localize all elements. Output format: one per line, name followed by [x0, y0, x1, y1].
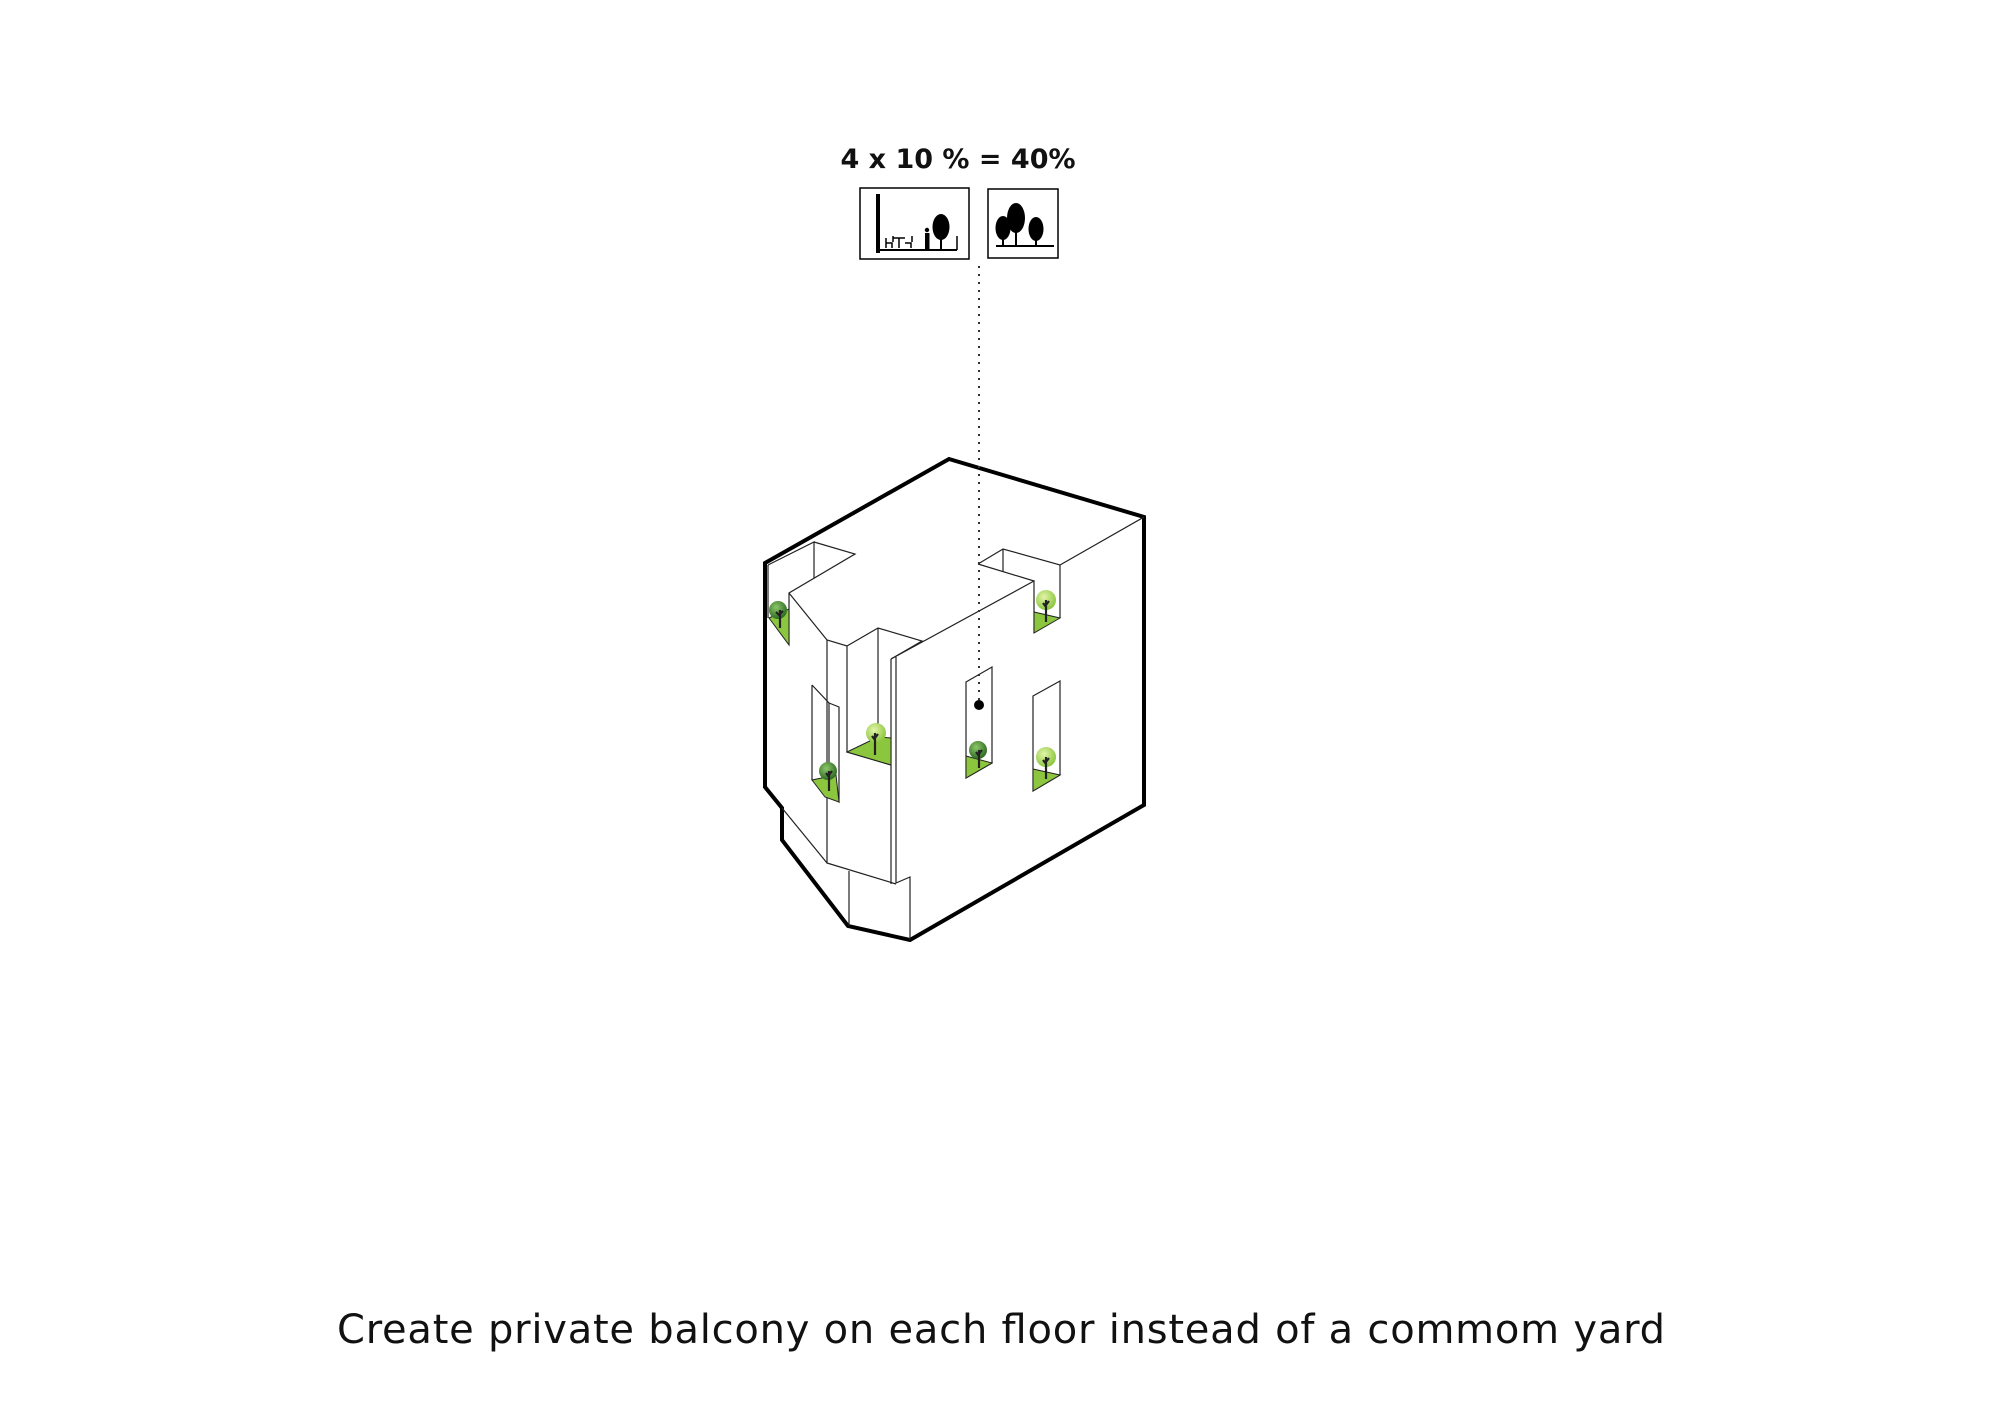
tree-icon	[819, 762, 837, 791]
formula-label: 4 x 10 % = 40%	[840, 144, 1075, 175]
trees	[769, 590, 1056, 791]
leader-dot	[974, 700, 984, 710]
trees-yard-icon	[987, 188, 1059, 259]
tree-icon	[1036, 590, 1056, 622]
tree-icon	[1036, 747, 1056, 779]
tree-icon	[769, 601, 787, 628]
balcony-terrace-icon	[859, 187, 970, 260]
building-massing	[763, 456, 1146, 943]
balcony-grass	[845, 736, 892, 766]
caption: Create private balcony on each floor ins…	[337, 1307, 1665, 1353]
tree-icon	[969, 741, 987, 768]
tree-icon	[866, 723, 886, 755]
